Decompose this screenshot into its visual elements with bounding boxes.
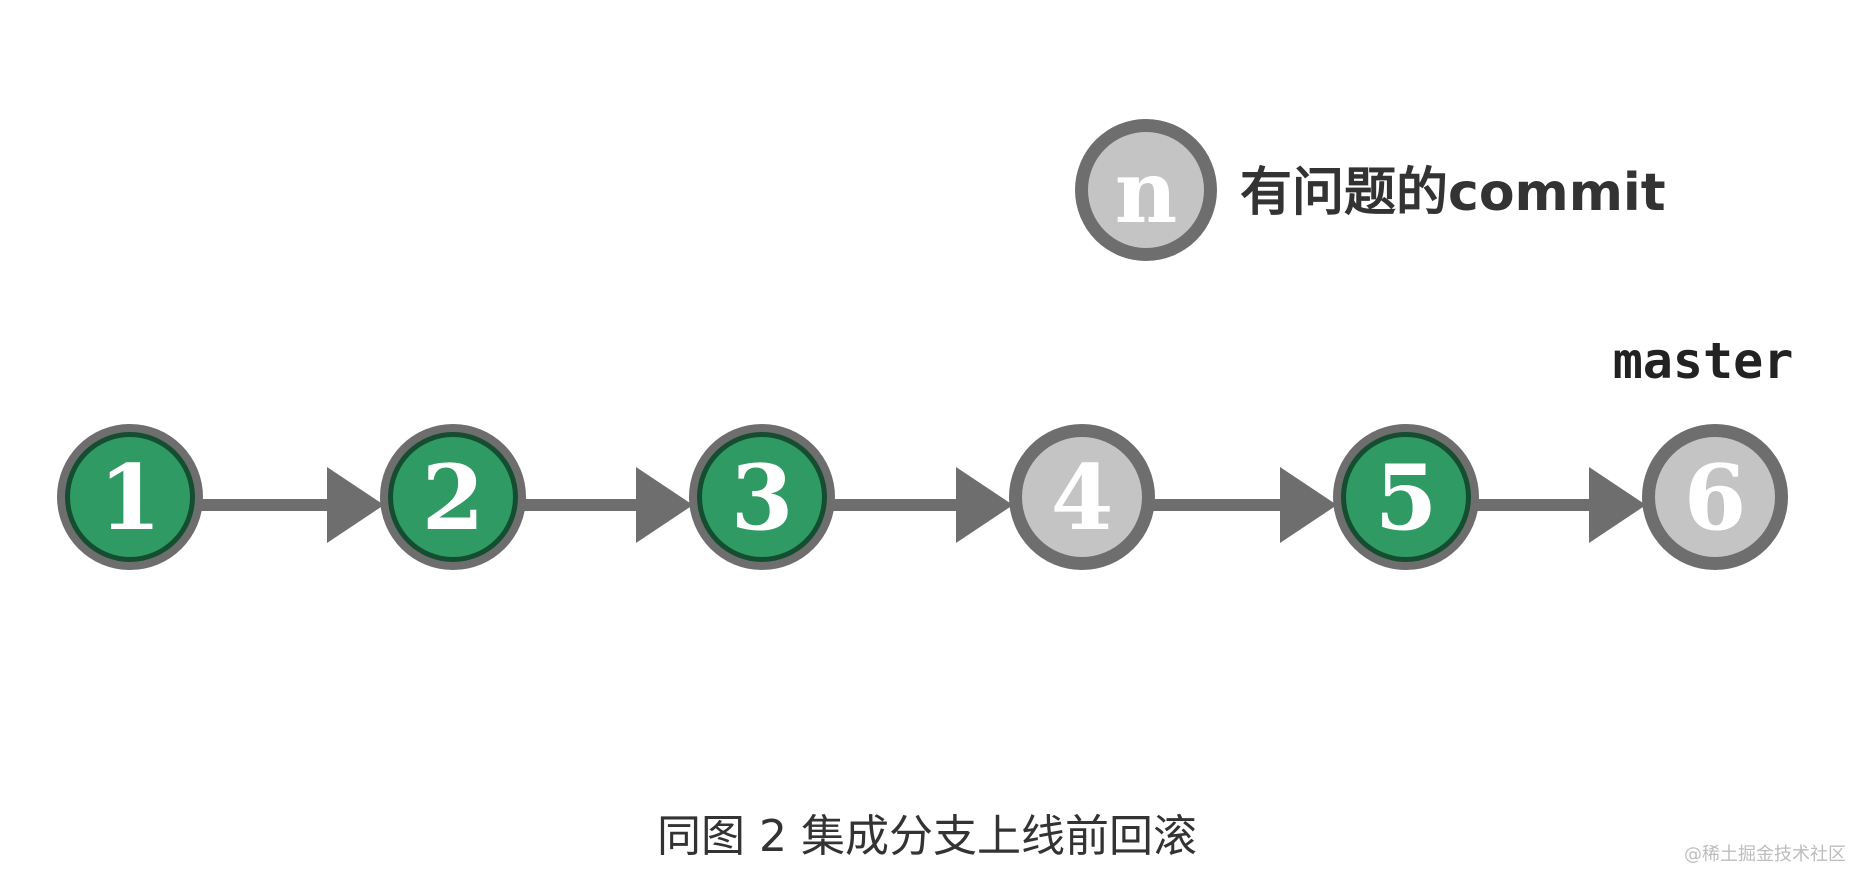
commit-node-label: 3 xyxy=(731,445,794,551)
commit-node-label: 1 xyxy=(99,445,162,551)
arrow-head xyxy=(327,467,384,543)
commit-arrows xyxy=(199,467,1646,543)
commit-node-label: 4 xyxy=(1051,445,1114,551)
commit-nodes: 1 2 3 4 5 6 xyxy=(57,424,1788,570)
commit-node-3: 3 xyxy=(689,424,835,570)
commit-arrow xyxy=(831,467,1013,543)
arrow-head xyxy=(956,467,1013,543)
commit-arrow xyxy=(199,467,384,543)
commit-node-fill xyxy=(393,437,513,557)
legend-node-symbol: n xyxy=(1115,142,1178,243)
commit-node-1: 1 xyxy=(57,424,203,570)
commit-node-2: 2 xyxy=(380,424,526,570)
legend-label: 有问题的commit xyxy=(1240,163,1666,223)
legend: n 有问题的commit xyxy=(1075,119,1666,261)
commit-node-label: 2 xyxy=(422,445,485,551)
commit-arrow xyxy=(522,467,693,543)
commit-node-4: 4 xyxy=(1009,424,1155,570)
commit-node-label: 6 xyxy=(1684,445,1747,551)
commit-node-fill xyxy=(702,437,822,557)
figure-caption: 同图 2 集成分支上线前回滚 xyxy=(657,811,1197,862)
commit-node-fill xyxy=(1022,437,1142,557)
commit-node-fill xyxy=(70,437,190,557)
legend-node-inner xyxy=(1088,132,1204,248)
arrow-head xyxy=(1589,467,1646,543)
arrow-head xyxy=(636,467,693,543)
commit-node-fill xyxy=(1655,437,1775,557)
commit-node-fill xyxy=(1346,437,1466,557)
commit-node-6: 6 xyxy=(1642,424,1788,570)
commit-arrow xyxy=(1151,467,1337,543)
watermark: @稀土掘金技术社区 xyxy=(1684,844,1846,865)
branch-label-master: master xyxy=(1613,332,1794,390)
commit-node-label: 5 xyxy=(1375,445,1438,551)
arrow-head xyxy=(1280,467,1337,543)
commit-node-5: 5 xyxy=(1333,424,1479,570)
commit-arrow xyxy=(1475,467,1646,543)
